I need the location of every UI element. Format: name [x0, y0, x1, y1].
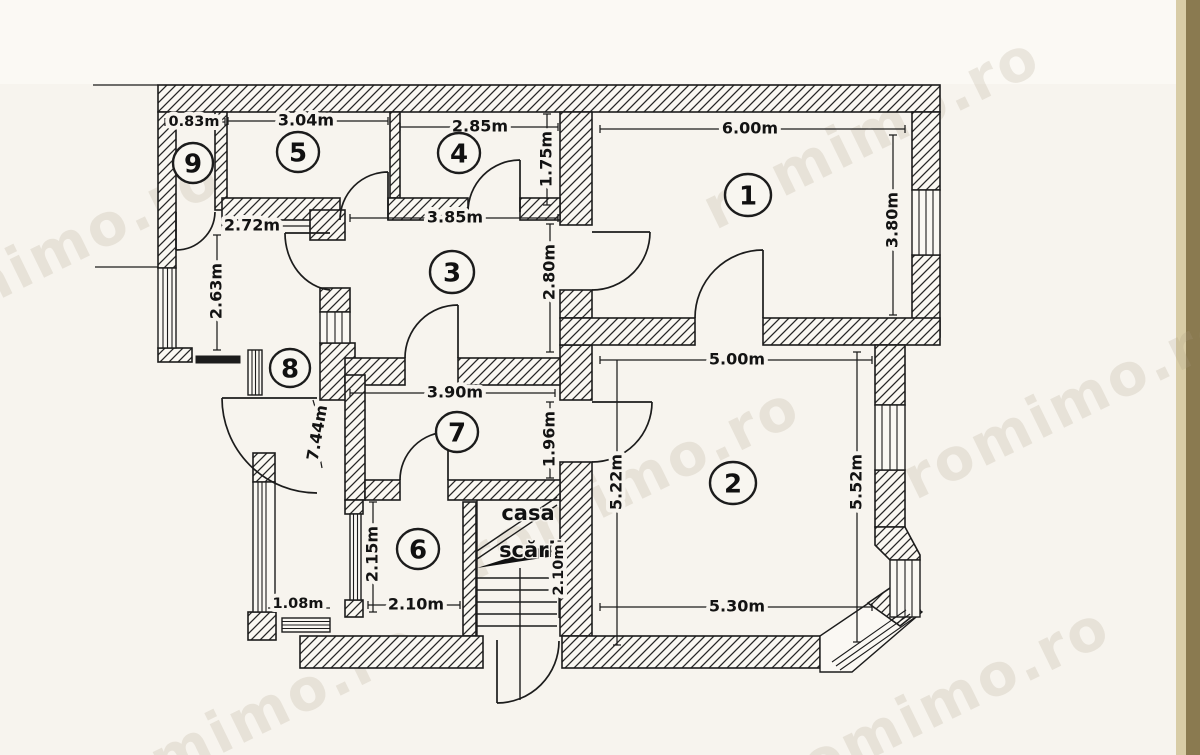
room-3-marker: 3: [428, 249, 476, 295]
room3-room7-door: [404, 304, 459, 359]
stair-arrow: [477, 543, 555, 568]
room1-left-door: [591, 231, 651, 291]
dim-room7-width: 3.90m: [427, 383, 483, 402]
room-2-marker: 2: [708, 460, 758, 506]
dim-room1-width: 6.00m: [722, 119, 778, 138]
balcony-left-window: [252, 481, 276, 613]
room6-window: [349, 513, 362, 601]
room-8-number: 8: [281, 355, 299, 385]
stair-label-line2: scării: [499, 538, 563, 562]
room-numbers: 1 2 3 4 5 6 7 8: [171, 130, 773, 571]
dim-room2-left-height: 5.22m: [607, 454, 626, 510]
dim-room3-width: 3.85m: [427, 208, 483, 227]
boundary-extension-lines: [93, 84, 158, 268]
room7-room2-door: [591, 401, 653, 463]
dim-room9-width: 0.83m: [169, 114, 220, 130]
room-1-marker: 1: [723, 172, 773, 218]
dim-room1-height: 3.80m: [883, 192, 902, 248]
room-8-marker: 8: [268, 347, 312, 389]
room-9-marker: 9: [171, 141, 215, 185]
stair-label-line1: casa: [501, 501, 554, 525]
room-1-number: 1: [739, 182, 757, 212]
dim-room6-width: 2.10m: [388, 595, 444, 614]
dim-hall-height: 2.63m: [207, 263, 226, 319]
dim-room3-height: 2.80m: [540, 244, 559, 300]
room-4-marker: 4: [436, 131, 482, 175]
dim-room2-top-width: 5.00m: [709, 350, 765, 369]
room9-door: [175, 211, 216, 251]
dim-room2-bottom-width: 5.30m: [709, 597, 765, 616]
stair-rail: [476, 496, 558, 560]
room1-room2-door: [694, 249, 764, 319]
hall-window-sill: [195, 355, 241, 364]
paper-edge-light: [1176, 0, 1186, 755]
dim-room5-width: 3.04m: [278, 111, 334, 130]
dimension-lines: [164, 113, 906, 646]
hall-room3-door: [284, 232, 331, 291]
dim-balcony-width: 1.08m: [273, 596, 324, 612]
bay-chamfer-window: [831, 609, 915, 671]
dim-room2-right-height: 5.52m: [847, 454, 866, 510]
room-5-number: 5: [289, 139, 307, 169]
room-7-marker: 7: [434, 410, 480, 454]
room-6-marker: 6: [395, 527, 441, 571]
room-5-marker: 5: [275, 130, 321, 174]
paper-top-margin: [0, 0, 1200, 84]
dim-room7-height: 1.96m: [540, 411, 559, 467]
stair-treads: [477, 577, 557, 627]
room5-door: [339, 171, 389, 221]
entrance-door: [496, 640, 560, 704]
doors: [175, 159, 764, 704]
room-9-number: 9: [184, 150, 202, 180]
room-4-number: 4: [450, 140, 468, 170]
room-2-number: 2: [724, 470, 742, 500]
dim-room6-height: 2.15m: [363, 526, 382, 582]
room-7-number: 7: [448, 419, 466, 449]
room-6-number: 6: [409, 536, 427, 566]
dim-room4-height: 1.75m: [537, 131, 556, 187]
staircase: casa scării: [476, 496, 564, 700]
dim-hall-width: 2.72m: [224, 216, 280, 235]
room4-door: [467, 159, 521, 213]
room-3-number: 3: [443, 259, 461, 289]
balcony-door: [221, 397, 318, 494]
walls: [157, 84, 941, 673]
paper-edge-dark: [1186, 0, 1200, 755]
dim-stair-depth: 2.10m: [551, 545, 567, 596]
windows: [157, 189, 941, 671]
